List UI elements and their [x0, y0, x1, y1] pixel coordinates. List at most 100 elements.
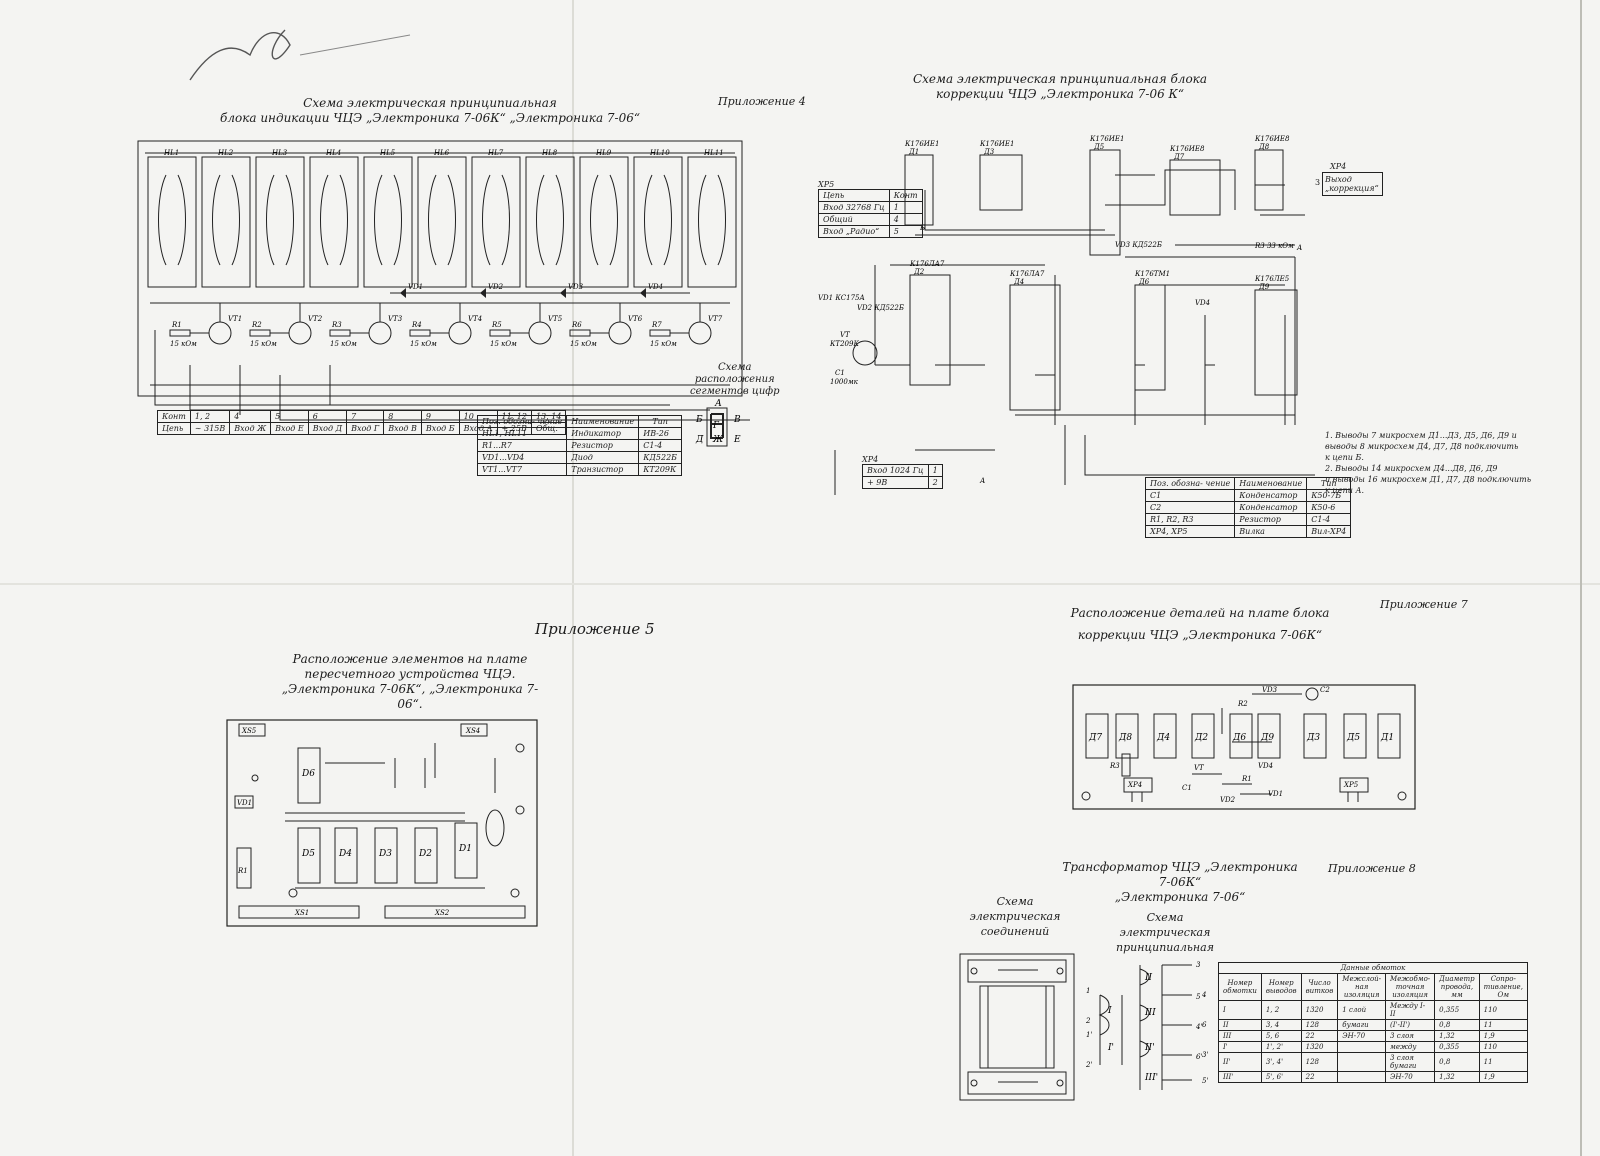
wind-cell-2-1: 5, 6: [1260, 1030, 1302, 1042]
transistor-lead: [430, 303, 461, 334]
paper-edge: [1580, 0, 1582, 1156]
transistor-label: VT4: [468, 315, 482, 323]
appendix-8-title-line1: Трансформатор ЧЦЭ „Электроника 7-06К“: [1062, 860, 1298, 889]
chip-type-label: К176ИЕ8: [1254, 135, 1290, 143]
chip-Д9: [1254, 289, 1298, 396]
r1-board7: R1: [1241, 775, 1252, 783]
parts4-cell-1-0: R1...R7: [476, 439, 568, 452]
wind-cell-5-2: 22: [1300, 1071, 1339, 1083]
chip-type-label: К176ЛА7: [1009, 270, 1045, 278]
transistor-lead: [190, 303, 221, 334]
parts4-cell-1-1: Резистор: [566, 439, 640, 452]
lamp-HL7: [471, 156, 521, 288]
conn-title-1: Схема электрическая: [969, 895, 1061, 923]
board-chip-Д6: Д6: [1229, 713, 1253, 759]
appendix-7-title: Расположение деталей на плате блока корр…: [1070, 602, 1330, 646]
parts4-cell-1-2: С1-4: [638, 439, 683, 452]
wind-cell-3-2: 1320: [1300, 1041, 1339, 1053]
parts6-cell-3-1: Вилка: [1234, 525, 1308, 538]
wind-cell-1-2: 128: [1300, 1019, 1339, 1031]
appendix-4-title-line1: Схема электрическая принципиальная: [303, 96, 557, 110]
parts6-cell-2-0: R1, R2, R3: [1144, 513, 1236, 526]
conn4-pin-3: 5: [270, 410, 309, 423]
parts4-header-1: Наименование: [566, 415, 640, 428]
pin-2: 2: [1085, 1017, 1091, 1025]
parts4-header-2: Тип: [638, 415, 683, 428]
board-chip-label: Д3: [1306, 733, 1320, 743]
note-line: к цепи А.: [1325, 486, 1365, 495]
xs2-label: XS2: [434, 909, 450, 917]
resistor-label: R3: [331, 321, 342, 329]
d3-label: D3: [378, 849, 392, 859]
pin-right: 5: [1196, 993, 1201, 1001]
appendix-8-title-line2: „Электроника 7-06“: [1114, 890, 1246, 904]
resistor-R7: [649, 329, 671, 337]
parts6-cell-2-1: Резистор: [1234, 513, 1308, 526]
vd3-label: VD3 КД522Б: [1115, 241, 1162, 249]
appendix-7-title-line1: Расположение деталей на плате блока: [1070, 606, 1330, 620]
wind-cell-2-4: 3 слоя: [1385, 1030, 1436, 1042]
lamp-filament: [536, 174, 564, 266]
wind-cell-3-0: I': [1218, 1041, 1262, 1053]
wind-header-4: Межобмо- точная изоляция: [1385, 973, 1436, 1001]
appendix-5-title: Расположение элементов на плате пересчет…: [270, 652, 550, 712]
sch-title-1: Схема электрическая: [1119, 911, 1211, 939]
lamp-filament: [482, 174, 510, 266]
appendix-5-title-line3: „Электроника 7-06К“, „Электроника 7-06“.: [281, 682, 539, 711]
wind-cell-5-4: ЭН-70: [1385, 1071, 1436, 1083]
resistor-R6: [569, 329, 591, 337]
note-line: 1. Выводы 7 микросхем Д1...Д3, Д5, Д6, Д…: [1325, 431, 1517, 440]
wind-cell-2-3: ЭН-70: [1337, 1030, 1387, 1042]
resistor-value: 15 кОм: [650, 340, 677, 348]
board-chip-label: Д6: [1232, 733, 1246, 743]
wind-cell-4-3: [1337, 1052, 1387, 1072]
lamp-HL10: [633, 156, 683, 288]
chip-id-label: Д9: [1258, 283, 1270, 291]
appendix-6-title: Схема электрическая принципиальная блока…: [900, 72, 1220, 102]
xp4-output-title: XP4: [1330, 162, 1347, 171]
lamp-HL11: [687, 156, 737, 288]
transistor-lead: [510, 303, 541, 334]
parts6-cell-0-0: C1: [1144, 489, 1236, 502]
net-a-label-bottom: А: [979, 477, 985, 485]
wind-cell-4-0: II': [1218, 1052, 1262, 1072]
lamp-HL2: [201, 156, 251, 288]
appendix-4-label: Приложение 4: [718, 95, 806, 108]
pin-right: 5': [1202, 1077, 1208, 1085]
appendix-7-label: Приложение 7: [1380, 598, 1468, 611]
wind-cell-4-2: 128: [1300, 1052, 1339, 1072]
wind-cell-4-4: 3 слоя бумаги: [1385, 1052, 1436, 1072]
note-line: 2. Выводы 14 микросхем Д4...Д8, Д6, Д9: [1325, 464, 1498, 473]
lamp-filament: [320, 174, 348, 266]
lamp-filament: [428, 174, 456, 266]
transistor-lead: [270, 303, 301, 334]
resistor-label: R1: [171, 321, 182, 329]
d6-label: D6: [301, 769, 315, 779]
pin-1: 1: [1086, 987, 1090, 995]
appendix-6-title-line2: коррекции ЧЦЭ „Электроника 7-06 К“: [936, 87, 1184, 101]
wind-cell-4-1: 3', 4': [1260, 1052, 1302, 1072]
r1-label: R1: [237, 867, 248, 875]
conn4-pin-5: 7: [346, 410, 385, 423]
wind-cell-3-1: 1', 2': [1260, 1041, 1302, 1053]
board-chip-label: Д9: [1260, 733, 1274, 743]
xp4-cell-0-0: Вход 1024 Гц: [862, 464, 929, 477]
board-chip-label: Д1: [1380, 733, 1394, 743]
transistor-label: VT5: [548, 315, 563, 323]
wind-cell-1-4: (I'-II'): [1385, 1019, 1436, 1031]
wind-cell-3-5: 0,355: [1434, 1041, 1480, 1053]
xp5-cell-3-1: 5: [888, 225, 923, 238]
lamp-HL1: [147, 156, 197, 288]
conn4-net-5: Вход Г: [346, 422, 385, 435]
lamp-HL6: [417, 156, 467, 288]
wind-cell-0-2: 1320: [1300, 1000, 1339, 1020]
resistor-value: 15 кОм: [250, 340, 277, 348]
